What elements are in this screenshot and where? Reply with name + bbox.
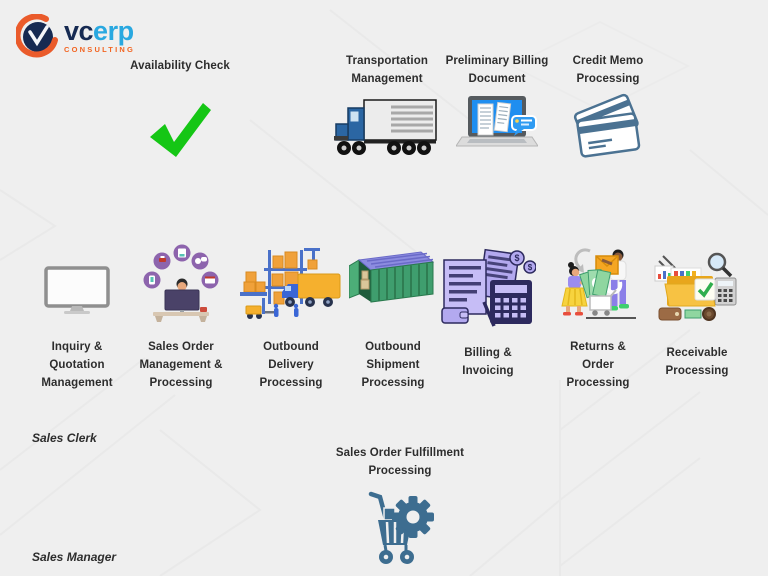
vcerp-logo-icon: [16, 14, 58, 58]
lane-sales-clerk: Sales Clerk: [32, 431, 97, 445]
receivable-processing-label: Receivable Processing: [665, 347, 729, 377]
node-preliminary-billing-document: Preliminary Billing Document: [437, 52, 557, 160]
folder-check-icon: [654, 252, 737, 321]
laptop-receipt-icon: [456, 96, 538, 147]
brand-subtitle: CONSULTING: [64, 45, 136, 55]
credit-memo-processing-label: Credit Memo Processing: [572, 55, 644, 85]
preliminary-billing-document-label: Preliminary Billing Document: [445, 55, 549, 85]
sales-desk-icon: [143, 244, 219, 322]
node-inquiry-quotation-management: Inquiry & Quotation Management: [22, 266, 132, 392]
lane-sales-manager: Sales Manager: [32, 550, 117, 564]
outbound-shipment-processing-label: Outbound Shipment Processing: [361, 341, 425, 389]
vcerp-logo: vcerp CONSULTING: [16, 14, 135, 58]
outbound-delivery-processing-label: Outbound Delivery Processing: [259, 341, 323, 389]
node-sales-order-fulfillment: Sales Order Fulfillment Processing: [320, 444, 480, 569]
credit-cards-icon: [573, 93, 641, 158]
svg-text:$: $: [528, 263, 533, 272]
warehouse-icon: [240, 248, 341, 319]
node-credit-memo-processing: Credit Memo Processing: [548, 52, 668, 161]
monitor-icon: [44, 266, 110, 314]
node-availability-check: Availability Check: [120, 57, 240, 162]
availability-check-label: Availability Check: [130, 60, 230, 72]
returns-order-processing-label: Returns & Order Processing: [566, 341, 630, 389]
node-transportation-management: Transportation Management: [327, 52, 447, 156]
node-outbound-shipment-processing: Outbound Shipment Processing: [338, 250, 448, 392]
invoice-calculator-icon: $ $: [441, 248, 536, 327]
node-outbound-delivery-processing: Outbound Delivery Processing: [236, 246, 346, 392]
billing-invoicing-label: Billing & Invoicing: [462, 347, 514, 377]
sales-order-fulfillment-label: Sales Order Fulfillment Processing: [335, 447, 465, 477]
node-sales-order-management: Sales Order Management & Processing: [126, 242, 236, 392]
node-billing-invoicing: $ $ Billing & Invoicing: [433, 248, 543, 380]
truck-icon: [334, 99, 437, 155]
sales-order-management-label: Sales Order Management & Processing: [139, 341, 223, 389]
returns-people-icon: [561, 248, 636, 319]
shipping-container-icon: [349, 251, 435, 303]
brand-wordmark: vcerp: [64, 16, 134, 47]
inquiry-quotation-management-label: Inquiry & Quotation Management: [41, 341, 113, 389]
green-checkmark-icon: [150, 103, 211, 157]
node-receivable-processing: Receivable Processing: [642, 250, 752, 380]
cart-gear-icon: [368, 491, 434, 564]
svg-text:$: $: [514, 253, 519, 263]
node-returns-order-processing: Returns & Order Processing: [543, 244, 653, 392]
transportation-management-label: Transportation Management: [346, 55, 428, 85]
